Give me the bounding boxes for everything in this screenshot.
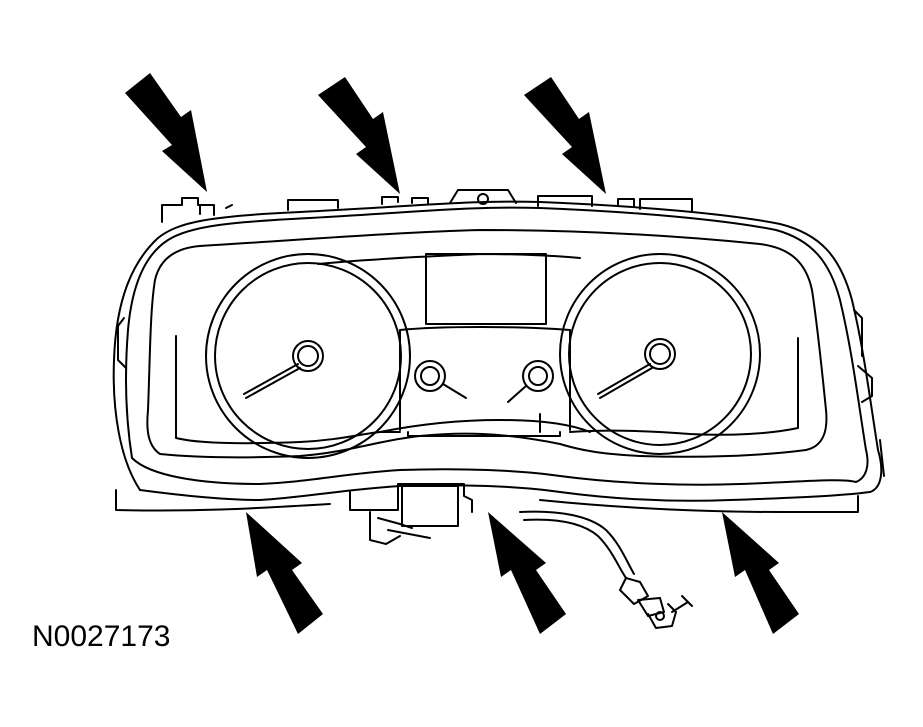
arrow-top-right <box>524 77 606 194</box>
callout-arrows <box>125 73 799 634</box>
arrow-bottom-left <box>246 512 323 634</box>
cluster-housing <box>114 202 884 512</box>
arrow-bottom-right <box>722 512 799 634</box>
lens-frame <box>147 230 826 457</box>
arrow-bottom-center <box>488 512 566 634</box>
wiring-harness <box>520 512 692 628</box>
small-gauge-left <box>415 361 466 398</box>
right-large-gauge <box>560 254 760 454</box>
arrow-top-left <box>125 73 207 192</box>
arrow-top-center <box>318 77 400 194</box>
small-gauge-right <box>508 361 553 402</box>
figure-code-label: N0027173 <box>32 620 171 653</box>
center-display <box>318 254 590 436</box>
rear-connector <box>350 484 472 544</box>
left-large-gauge <box>206 254 410 458</box>
